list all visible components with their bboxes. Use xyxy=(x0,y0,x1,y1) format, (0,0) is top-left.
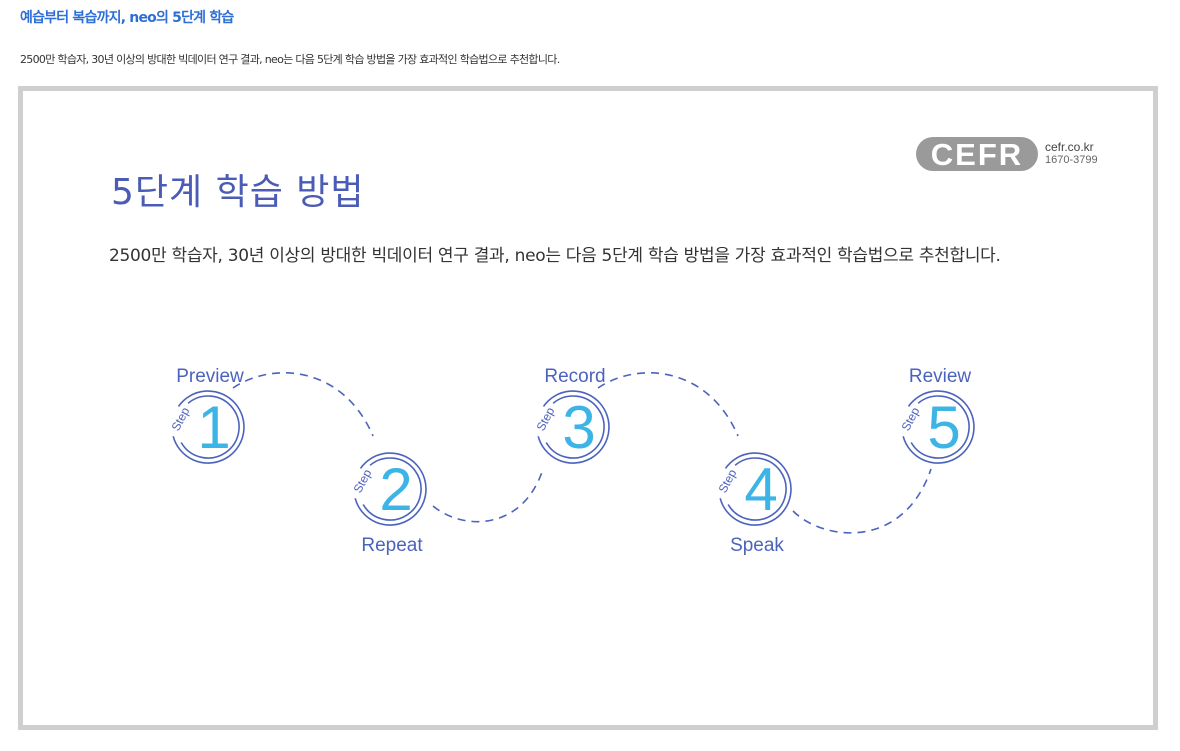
step-ring-inner xyxy=(545,395,605,459)
step-ring-inner xyxy=(362,457,422,521)
infographic-frame: CEFR cefr.co.kr 1670-3799 5단계 학습 방법 2500… xyxy=(18,86,1158,730)
section-title: 예습부터 복습까지, neo의 5단계 학습 xyxy=(20,10,234,26)
step-ring-outer xyxy=(537,390,610,464)
step-number: 4 xyxy=(744,456,777,523)
cefr-logo-mark: CEFR xyxy=(916,137,1038,172)
logo-website: cefr.co.kr xyxy=(1045,140,1094,154)
infographic-canvas: CEFR cefr.co.kr 1670-3799 5단계 학습 방법 2500… xyxy=(23,91,1153,725)
step-word: Step xyxy=(533,405,557,434)
step-name: Repeat xyxy=(361,535,423,556)
step-word: Step xyxy=(898,405,922,434)
step-name: Preview xyxy=(176,366,244,387)
logo-phone: 1670-3799 xyxy=(1045,154,1098,166)
step-ring-inner xyxy=(180,395,240,459)
step-ring-inner xyxy=(910,395,970,459)
infographic-title: 5단계 학습 방법 xyxy=(111,172,365,213)
step-ring-outer xyxy=(354,452,427,526)
connector-2-3 xyxy=(432,468,544,523)
step-word: Step xyxy=(350,467,374,496)
cefr-logo-text: CEFR xyxy=(931,137,1023,172)
step-number: 2 xyxy=(379,456,412,523)
step-word: Step xyxy=(168,405,192,434)
step-name: Speak xyxy=(730,535,784,556)
logo-contact: cefr.co.kr 1670-3799 xyxy=(1045,141,1098,167)
step-ring-inner xyxy=(727,457,787,521)
section-description: 2500만 학습자, 30년 이상의 방대한 빅데이터 연구 결과, neo는 … xyxy=(20,53,560,66)
step-ring-outer xyxy=(719,452,792,526)
cefr-logo: CEFR cefr.co.kr 1670-3799 xyxy=(915,135,1098,173)
step-number: 3 xyxy=(562,394,595,461)
dashed-connector-path xyxy=(232,372,932,534)
step-number: 1 xyxy=(197,394,230,461)
step-word: Step xyxy=(715,467,739,496)
step-number: 5 xyxy=(927,394,960,461)
step-ring-outer xyxy=(902,390,975,464)
connector-1-2 xyxy=(232,372,374,437)
connector-4-5 xyxy=(792,468,932,534)
connector-3-4 xyxy=(597,372,739,437)
step-ring-outer xyxy=(172,390,245,464)
infographic-description: 2500만 학습자, 30년 이상의 방대한 빅데이터 연구 결과, neo는 … xyxy=(109,246,1001,266)
step-name: Review xyxy=(909,366,972,387)
step-name: Record xyxy=(544,366,605,387)
